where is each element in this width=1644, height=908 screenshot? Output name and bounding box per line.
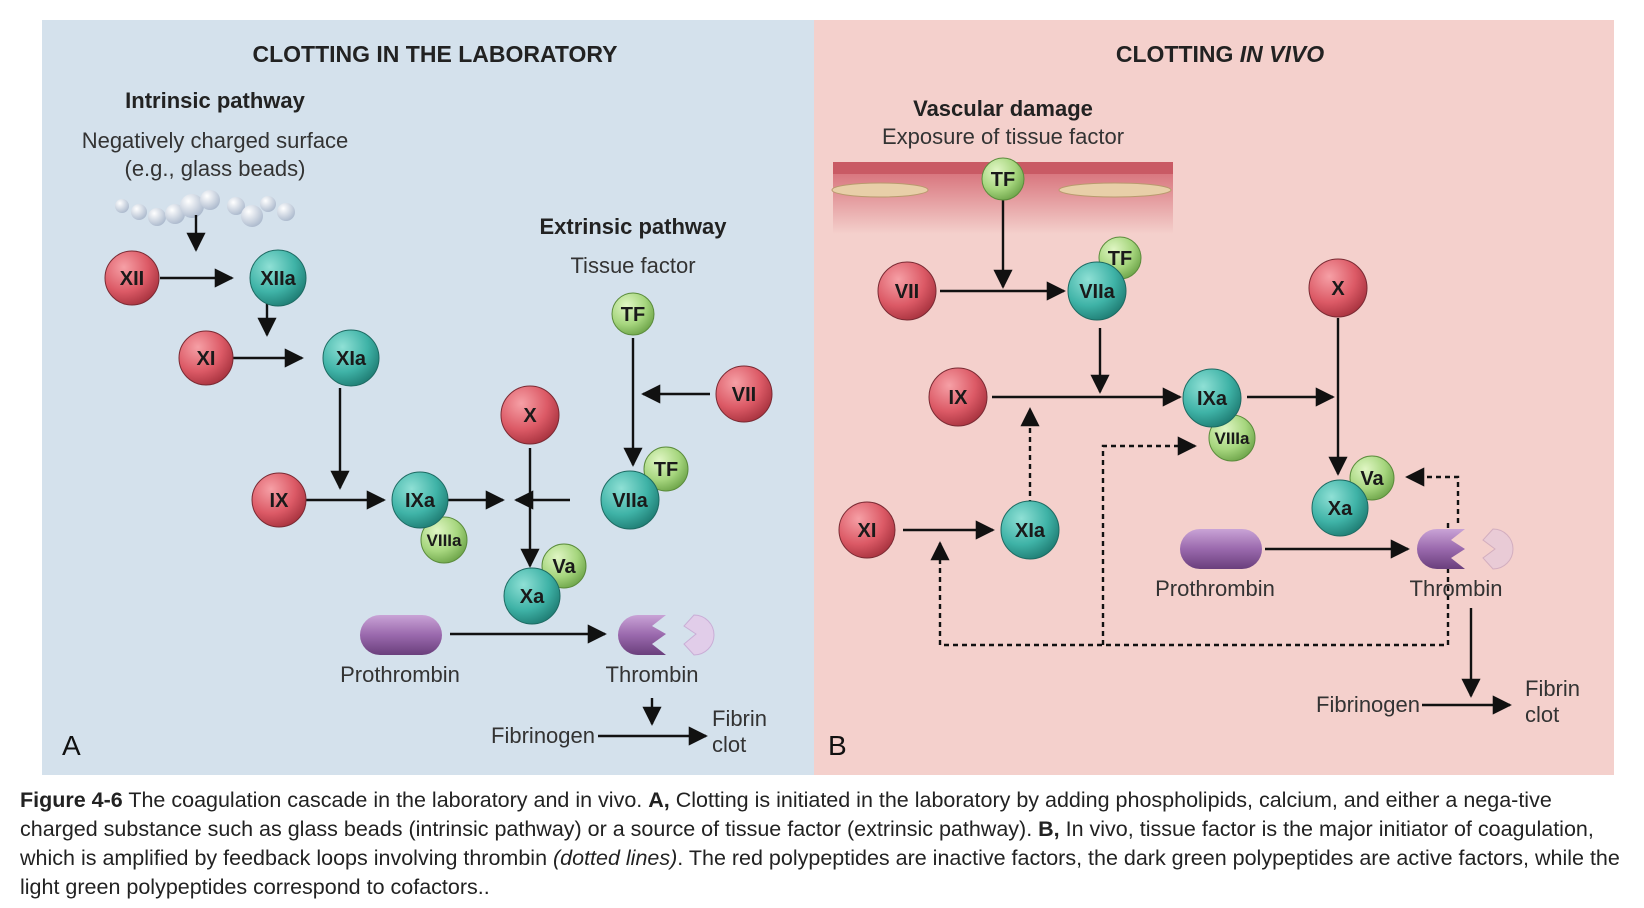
panel-a-letter: A — [62, 730, 81, 761]
panel-b-in-vivo: CLOTTING IN VIVO Vascular damage Exposur… — [814, 20, 1614, 775]
fibrin-label: Fibrin — [712, 706, 767, 731]
factor-xii: XII — [104, 250, 160, 306]
factor-xa: Xa — [503, 567, 561, 625]
svg-text:VII: VII — [895, 281, 919, 303]
caption-label-a: A, — [648, 788, 670, 812]
factor-xia: XIa — [1000, 500, 1060, 560]
panel-a-laboratory: CLOTTING IN THE LABORATORY Intrinsic pat… — [42, 20, 814, 775]
tissue-factor-tf: TF — [611, 292, 655, 336]
thrombin-label: Thrombin — [1410, 576, 1503, 601]
cofactor-tf: TF — [1098, 236, 1142, 280]
factor-xia: XIa — [322, 329, 380, 387]
thrombin-label: Thrombin — [606, 662, 699, 687]
svg-text:VII: VII — [732, 384, 756, 406]
cofactor-viiia: VIIIa — [420, 516, 468, 564]
factor-x: X — [500, 385, 560, 445]
factor-ix: IX — [928, 367, 988, 427]
panel-a-heading: CLOTTING IN THE LABORATORY — [252, 41, 617, 67]
panel-a-arrows — [160, 215, 710, 746]
svg-text:X: X — [1331, 278, 1345, 300]
svg-text:TF: TF — [654, 459, 678, 481]
caption-text-4: . The red polypeptides are inactive fact… — [20, 846, 1620, 899]
svg-text:XIa: XIa — [336, 348, 367, 370]
svg-text:VIIIa: VIIIa — [427, 531, 463, 550]
prothrombin-label: Prothrombin — [340, 662, 460, 687]
factor-xa: Xa — [1311, 479, 1369, 537]
svg-text:Xa: Xa — [520, 586, 545, 608]
svg-text:XIIa: XIIa — [260, 268, 296, 290]
svg-text:XII: XII — [120, 268, 144, 290]
factor-ixa: IXa — [391, 471, 449, 529]
fibrinogen-label: Fibrinogen — [491, 723, 595, 748]
factor-ixa: IXa — [1182, 368, 1242, 428]
prothrombin-shape — [360, 615, 442, 655]
caption-text-3: In vivo, tissue factor is the major init… — [20, 817, 1594, 870]
panel-b-heading: CLOTTING IN VIVO — [1116, 41, 1324, 67]
glass-beads-label: (e.g., glass beads) — [125, 156, 306, 181]
svg-text:VIIIa: VIIIa — [1215, 429, 1251, 448]
tissue-factor-vessel: TF — [981, 157, 1025, 201]
caption-text-2: Clotting is initiated in the laboratory … — [20, 788, 1552, 841]
factor-viia: VIIa — [1067, 261, 1127, 321]
vascular-damage-title: Vascular damage — [913, 96, 1093, 121]
svg-text:IX: IX — [270, 490, 290, 512]
svg-text:TF: TF — [621, 304, 645, 326]
thrombin-shape — [618, 614, 715, 656]
svg-text:XI: XI — [858, 520, 877, 542]
figure-label: Figure 4-6 — [20, 788, 123, 812]
prothrombin-label: Prothrombin — [1155, 576, 1275, 601]
factor-xi: XI — [178, 330, 234, 386]
factor-x: X — [1308, 258, 1368, 318]
caption-dotted-lines: (dotted lines) — [553, 846, 678, 870]
panel-b-arrows — [903, 196, 1512, 715]
caption-text-1: The coagulation cascade in the laborator… — [122, 788, 649, 812]
svg-text:IX: IX — [949, 387, 969, 409]
factor-viia: VIIa — [600, 470, 660, 530]
factor-ix: IX — [251, 472, 307, 528]
svg-text:Va: Va — [552, 556, 576, 578]
glass-beads-illustration — [115, 190, 295, 227]
factor-xi: XI — [838, 501, 896, 559]
panel-b-feedback-dotted-lines — [930, 407, 1460, 647]
svg-text:XIa: XIa — [1015, 520, 1046, 542]
fibrinogen-label: Fibrinogen — [1316, 692, 1420, 717]
svg-text:VIIa: VIIa — [1079, 281, 1115, 303]
clot-label: clot — [712, 732, 746, 757]
panel-b-letter: B — [828, 730, 847, 761]
coagulation-cascade-figure: CLOTTING IN THE LABORATORY Intrinsic pat… — [42, 20, 1614, 775]
extrinsic-pathway-title: Extrinsic pathway — [539, 214, 727, 239]
factor-vii: VII — [877, 261, 937, 321]
svg-text:Xa: Xa — [1328, 498, 1353, 520]
caption-label-b: B, — [1038, 817, 1060, 841]
svg-text:IXa: IXa — [405, 490, 436, 512]
cofactor-tf: TF — [643, 446, 689, 492]
negatively-charged-surface-label: Negatively charged surface — [82, 128, 349, 153]
thrombin-shape — [1417, 528, 1514, 570]
factor-vii: VII — [715, 365, 773, 423]
svg-text:TF: TF — [1108, 248, 1132, 270]
svg-text:Va: Va — [1360, 468, 1384, 490]
intrinsic-pathway-title: Intrinsic pathway — [125, 88, 305, 113]
fibrin-label: Fibrin — [1525, 676, 1580, 701]
clot-label: clot — [1525, 702, 1559, 727]
exposure-of-tissue-factor-label: Exposure of tissue factor — [882, 124, 1124, 149]
svg-text:TF: TF — [991, 169, 1015, 191]
figure-caption: Figure 4-6 The coagulation cascade in th… — [20, 786, 1630, 902]
svg-text:XI: XI — [197, 348, 216, 370]
prothrombin-shape — [1180, 529, 1262, 569]
tissue-factor-label: Tissue factor — [570, 253, 695, 278]
svg-text:X: X — [523, 405, 537, 427]
factor-xiia: XIIa — [249, 249, 307, 307]
svg-text:IXa: IXa — [1197, 388, 1228, 410]
svg-text:VIIa: VIIa — [612, 490, 648, 512]
